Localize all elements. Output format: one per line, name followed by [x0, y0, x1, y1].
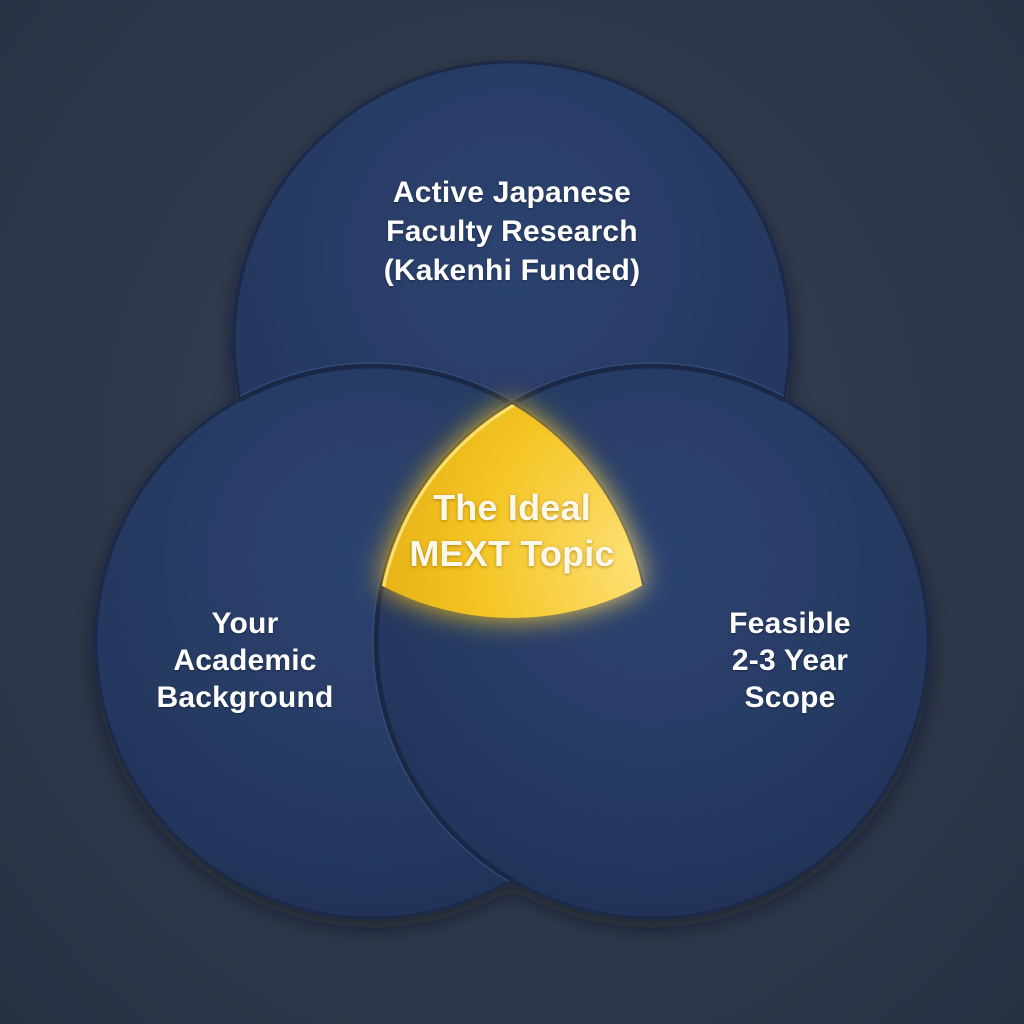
circle-left-label: Your Academic Background — [120, 605, 370, 716]
center-label: The Ideal MEXT Topic — [362, 485, 662, 577]
center-intersection — [376, 366, 648, 618]
circle-top-label-line-1: Active Japanese — [392, 176, 632, 209]
circle-right-label-line-2: 2-3 Year — [731, 644, 849, 677]
center-label-line-1: The Ideal — [433, 487, 591, 528]
circle-left-label-line-3: Background — [156, 681, 334, 714]
circle-top-label-line-3: (Kakenhi Funded) — [383, 254, 641, 287]
circle-top-label: Active Japanese Faculty Research (Kakenh… — [312, 173, 712, 290]
circle-top-label-line-2: Faculty Research — [386, 215, 638, 248]
circle-right-label-line-1: Feasible — [729, 607, 851, 640]
circle-left-label-line-1: Your — [211, 607, 279, 640]
circle-right-label-line-3: Scope — [744, 681, 836, 714]
circle-right-label: Feasible 2-3 Year Scope — [665, 605, 915, 716]
circle-left-label-line-2: Academic — [173, 644, 317, 677]
center-label-line-2: MEXT Topic — [409, 533, 615, 574]
